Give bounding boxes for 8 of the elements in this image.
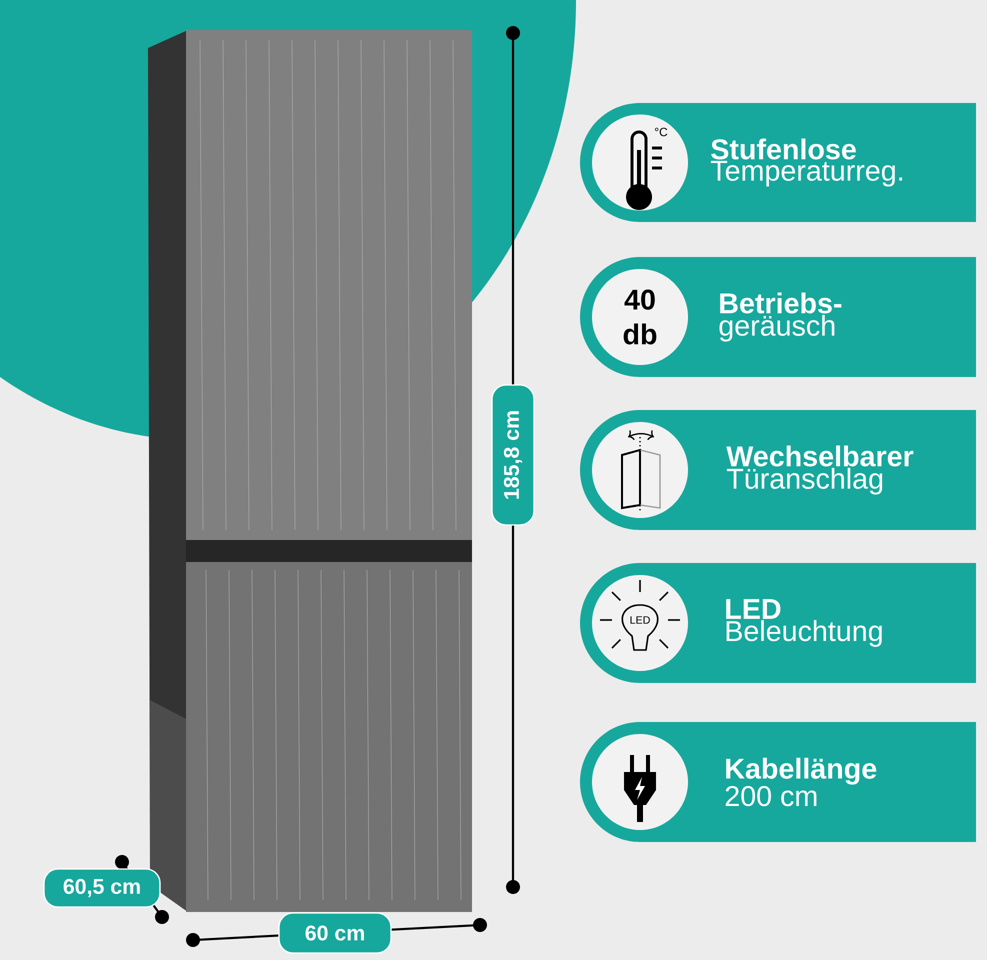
label: °C [654,128,668,136]
label: LED [630,616,650,624]
feature-band: Kabellänge 200 cm [580,722,976,842]
value-badge: 40 db [592,269,688,365]
dimension-label: 185,8 cm [491,384,535,526]
feature-band: Wechselbarer Türanschlag [580,410,976,530]
dimension-label: 60,5 cm [43,868,161,908]
dimension-label: 60 cm [278,912,392,954]
